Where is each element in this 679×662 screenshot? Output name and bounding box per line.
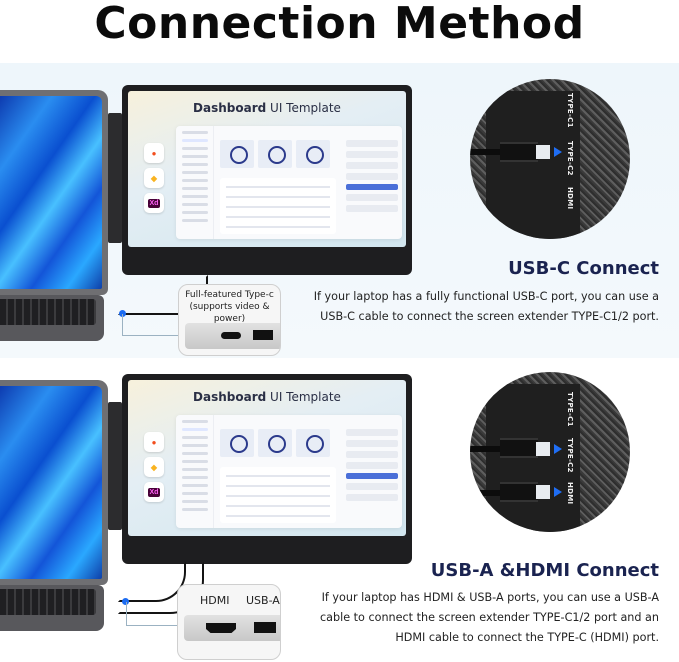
app-icons: ● ◆ Xd: [144, 143, 164, 213]
dashboard-right-panel: [346, 429, 398, 523]
laptop-lid: [0, 90, 108, 295]
usb-c-section: Dashboard UI Template ● ◆ Xd Full-featur…: [0, 63, 679, 358]
dashboard-cards: [220, 429, 330, 457]
cable-connector-dot: [119, 310, 126, 317]
laptop-wallpaper: [0, 96, 102, 289]
dashboard-table: [220, 178, 336, 234]
xd-icon: Xd: [144, 193, 164, 213]
laptop-side-ports: [185, 323, 280, 349]
usb-a-port: [253, 330, 273, 340]
dashboard-table: [220, 467, 336, 523]
hdmi-plug: [500, 482, 538, 502]
port-label-type-c1: TYPE-C1: [566, 93, 574, 128]
usb-c-port: [221, 332, 241, 339]
usb-c-callout: Full-featured Type-c (supports video & p…: [178, 284, 281, 356]
cable-connector-dot: [122, 598, 129, 605]
usb-c-plug: [500, 438, 538, 458]
dashboard-sidebar: [176, 415, 214, 528]
monitor-heading: Dashboard UI Template: [193, 101, 341, 115]
dashboard-mockup: [176, 126, 402, 239]
laptop-lid: [0, 380, 108, 585]
mount-hinge: [108, 113, 122, 243]
port-label-type-c2: TYPE-C2: [566, 141, 574, 176]
port-label-type-c1: TYPE-C1: [566, 392, 574, 427]
monitor-screen: Dashboard UI Template ● ◆ Xd: [128, 91, 406, 247]
usb-a-port: [254, 622, 276, 633]
port-label-hdmi: HDMI: [566, 482, 574, 505]
keyboard-keys: [0, 299, 96, 325]
guide-line: [126, 602, 178, 626]
page-title: Connection Method: [94, 0, 585, 49]
usb-a-label: USB-A: [246, 594, 280, 607]
laptop-side-ports: [184, 615, 280, 641]
laptop-wallpaper: [0, 386, 102, 579]
sketch-icon: ◆: [144, 457, 164, 477]
port-label-hdmi: HDMI: [566, 187, 574, 210]
laptop-keyboard: [0, 585, 104, 631]
section-heading: USB-A &HDMI Connect: [430, 560, 659, 581]
hdmi-label: HDMI: [200, 594, 230, 607]
section-description: If your laptop has a fully functional US…: [313, 290, 659, 323]
section-heading: USB-C Connect: [508, 258, 659, 279]
monitor-screen: Dashboard UI Template ● ◆ Xd: [128, 380, 406, 536]
mount-hinge: [108, 402, 122, 530]
guide-line: [122, 314, 180, 336]
arrow-icon: [554, 147, 562, 157]
dashboard-right-panel: [346, 140, 398, 234]
figma-icon: ●: [144, 143, 164, 163]
port-label-type-c2: TYPE-C2: [566, 438, 574, 473]
usb-c-plug: [500, 142, 538, 162]
xd-icon: Xd: [144, 482, 164, 502]
usb-a-hdmi-section: Dashboard UI Template ● ◆ Xd HDMI USB-A: [0, 360, 679, 662]
laptop-keyboard: [0, 295, 104, 341]
portable-monitor: Dashboard UI Template ● ◆ Xd: [122, 85, 412, 275]
hdmi-port: [206, 623, 236, 633]
arrow-icon: [554, 487, 562, 497]
monitor-heading: Dashboard UI Template: [193, 390, 341, 404]
dashboard-mockup: [176, 415, 402, 528]
usb-a-hdmi-callout: HDMI USB-A: [177, 584, 281, 660]
dashboard-sidebar: [176, 126, 214, 239]
callout-text: Full-featured Type-c (supports video & p…: [185, 290, 274, 324]
port-closeup-usb-a-hdmi: TYPE-C1 TYPE-C2 HDMI: [470, 372, 630, 532]
dashboard-cards: [220, 140, 330, 168]
keyboard-keys: [0, 589, 96, 615]
app-icons: ● ◆ Xd: [144, 432, 164, 502]
port-closeup-usb-c: TYPE-C1 TYPE-C2 HDMI: [470, 79, 630, 239]
portable-monitor: Dashboard UI Template ● ◆ Xd: [122, 374, 412, 564]
sketch-icon: ◆: [144, 168, 164, 188]
arrow-icon: [554, 444, 562, 454]
figma-icon: ●: [144, 432, 164, 452]
section-description: If your laptop has HDMI & USB-A ports, y…: [320, 591, 659, 644]
